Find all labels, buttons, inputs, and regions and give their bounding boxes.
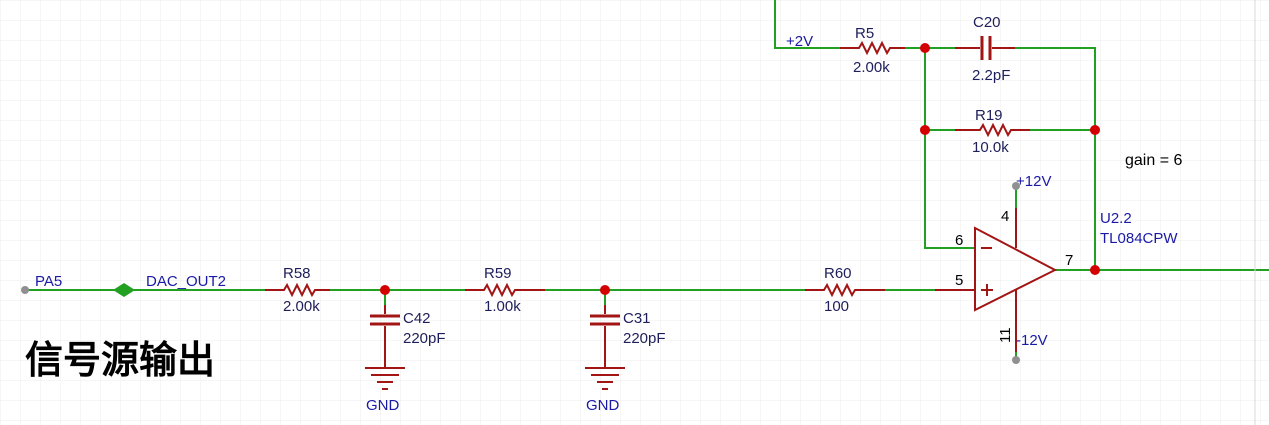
capacitor-c31[interactable] [590,305,620,368]
c42-ref: C42 [403,310,431,327]
net-label-pa5: PA5 [35,273,62,290]
r60-value: 100 [824,298,849,315]
c20-value: 2.2pF [972,67,1010,84]
resistor-r59[interactable] [465,282,545,298]
r58-ref: R58 [283,265,311,282]
r60-ref: R60 [824,265,852,282]
net-label-dac-out2: DAC_OUT2 [146,273,226,290]
junction-c42 [380,285,390,295]
gnd-label-c42: GND [366,397,400,414]
junction-r5-c20 [920,43,930,53]
r19-ref: R19 [975,107,1003,124]
u2-ref: U2.2 [1100,210,1132,227]
resistor-r58[interactable] [265,282,330,298]
pin-number-7: 7 [1065,252,1073,269]
r5-value: 2.00k [853,59,890,76]
net-flag-dac-out2[interactable] [113,283,135,297]
wires [25,0,1269,425]
pin-number-11: 11 [997,327,1014,343]
c31-value: 220pF [623,330,666,347]
net-label-vneg: -12V [1016,332,1048,349]
net-label-vpos: +12V [1016,173,1051,190]
c31-ref: C31 [623,310,651,327]
junction-c31 [600,285,610,295]
port-pa5-marker[interactable] [21,286,29,294]
gnd-label-c31: GND [586,397,620,414]
r19-value: 10.0k [972,139,1009,156]
junctions [380,43,1100,295]
gnd-symbol-c42 [365,367,405,390]
gnd-symbol-c31 [585,367,625,390]
net-label-2v: +2V [786,33,813,50]
junction-output [1090,265,1100,275]
pin-number-4: 4 [1001,208,1009,225]
capacitor-c42[interactable] [370,305,400,368]
junction-r19-right [1090,125,1100,135]
wire-inverting-node[interactable] [924,48,975,249]
wire-c20-output[interactable] [1015,47,1096,270]
c42-value: 220pF [403,330,446,347]
c20-ref: C20 [973,14,1001,31]
resistor-r5[interactable] [840,40,905,56]
u2-part: TL084CPW [1100,230,1178,247]
power-port-vneg[interactable] [1012,356,1020,364]
r58-value: 2.00k [283,298,320,315]
opamp-u2[interactable] [935,208,1058,352]
resistor-r60[interactable] [805,282,885,298]
opamp-plus-sign [981,284,993,296]
r5-ref: R5 [855,25,874,42]
power-port-vpos[interactable] [1012,182,1020,190]
page-title: 信号源输出 [25,338,215,382]
pin-number-5: 5 [955,272,963,289]
pin-number-6: 6 [955,232,963,249]
r59-ref: R59 [484,265,512,282]
capacitor-c20[interactable] [955,36,1015,60]
resistor-r19[interactable] [955,122,1030,138]
r59-value: 1.00k [484,298,521,315]
junction-r19-left [920,125,930,135]
gain-annotation: gain = 6 [1125,152,1182,169]
wire-2v-r5[interactable] [774,0,840,49]
